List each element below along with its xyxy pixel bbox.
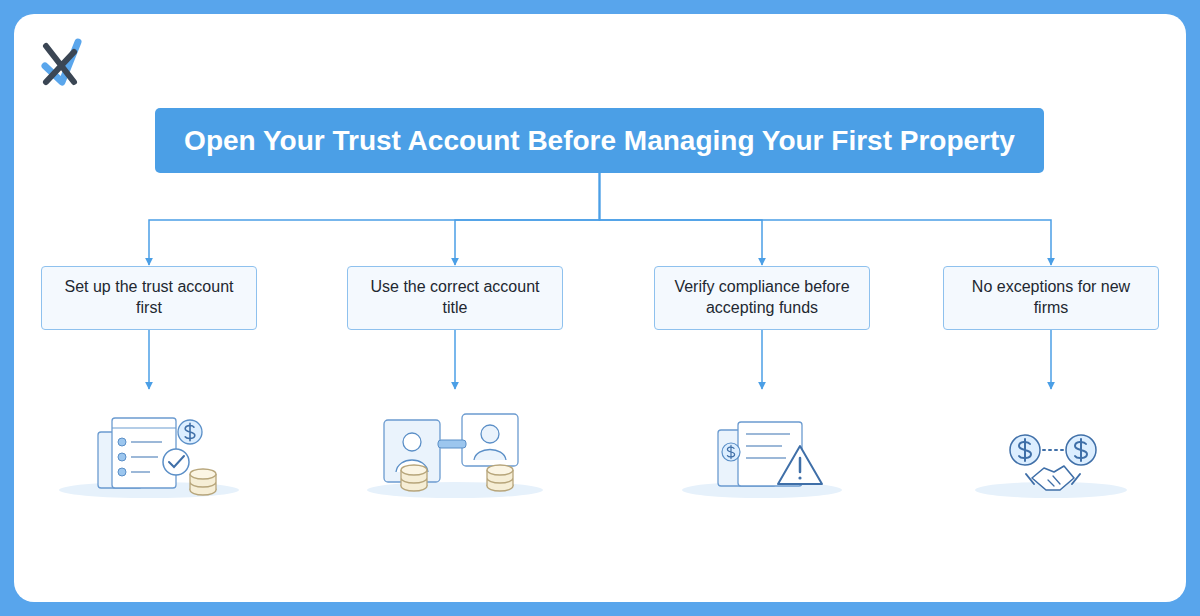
title-box: Open Your Trust Account Before Managing … (155, 108, 1044, 173)
title-text: Open Your Trust Account Before Managing … (184, 123, 1015, 158)
compliance-warning-icon (682, 422, 842, 498)
account-title-icon (367, 414, 543, 498)
step-text: Set up the trust account first (60, 277, 238, 319)
step-text: No exceptions for new firms (962, 277, 1140, 319)
connector-arrow (149, 173, 600, 265)
step-text: Use the correct account title (366, 277, 544, 319)
connector-arrow (600, 173, 1052, 265)
step-text: Verify compliance before accepting funds (673, 277, 851, 319)
handshake-icon (975, 435, 1127, 498)
connector-arrow (455, 173, 600, 265)
step-box: Verify compliance before accepting funds (654, 266, 870, 330)
step-box: Use the correct account title (347, 266, 563, 330)
logo (45, 42, 78, 82)
icon-arrows (149, 330, 1051, 389)
connector-arrow (600, 173, 763, 265)
step-box: Set up the trust account first (41, 266, 257, 330)
checklist-icon (59, 418, 239, 498)
step-box: No exceptions for new firms (943, 266, 1159, 330)
